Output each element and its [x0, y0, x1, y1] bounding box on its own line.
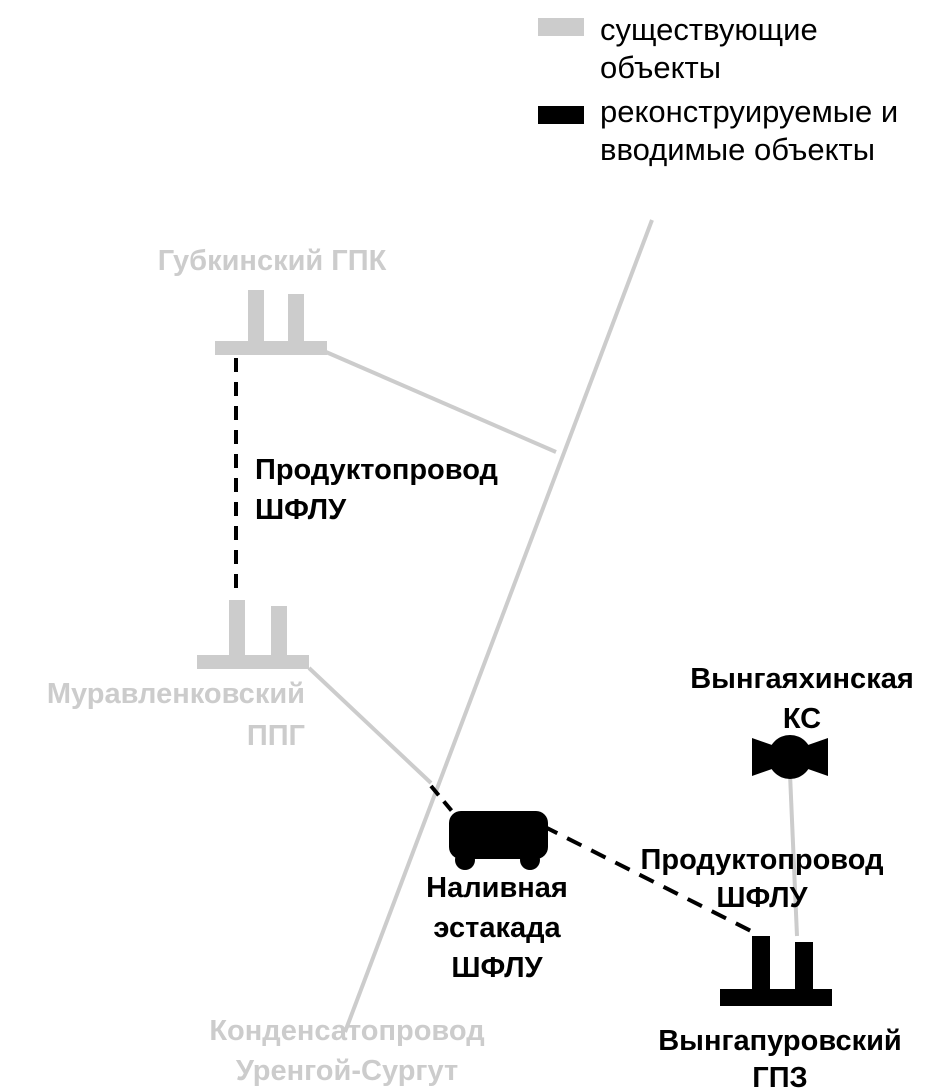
muravlenkovsky-connector-line: [307, 666, 433, 785]
gubkinsky-gpk: Губкинский ГПК: [158, 245, 387, 355]
lower-pipeline-label-line1: Продуктопровод: [641, 844, 884, 876]
legend-existing-label-line1: существующие: [600, 12, 818, 47]
upper-pipeline-label-line1: Продуктопровод: [255, 454, 498, 486]
lower-pipeline-label-line2: ШФЛУ: [716, 882, 808, 914]
vyngapurovsky-label-line1: Вынгапуровский: [658, 1025, 902, 1057]
lower-pipeline-label: Продуктопровод ШФЛУ: [641, 844, 884, 914]
condensate-pipeline-line: [343, 219, 654, 1033]
legend-new-label-line2: вводимые объекты: [600, 132, 875, 167]
muravlenkovsky-ppg: Муравленковский ППГ: [47, 600, 309, 752]
gubkinsky-gpk-label: Губкинский ГПК: [158, 245, 387, 277]
estakada-label-line1: Наливная: [426, 872, 568, 904]
plant-icon: [720, 936, 832, 1006]
condensate-pipeline-label: Конденсатопровод Уренгой-Сургут: [209, 1015, 484, 1087]
legend-existing-label-line2: объекты: [600, 50, 721, 85]
condensate-label-line1: Конденсатопровод: [209, 1015, 484, 1047]
rail-tank-car-icon: [449, 811, 548, 870]
legend-new-swatch: [538, 106, 584, 124]
estakada-feed-line: [429, 784, 458, 818]
compressor-station-icon: [752, 735, 828, 779]
legend: существующие объекты реконструируемые и …: [538, 12, 898, 167]
vyngayakhinskaya-label-line2: КС: [783, 703, 821, 735]
upper-pipeline-label: Продуктопровод ШФЛУ: [255, 454, 498, 526]
vyngayakhinskaya-label-line1: Вынгаяхинская: [690, 663, 914, 695]
vyngayakhinskaya-ks: Вынгаяхинская КС: [690, 663, 914, 779]
ks-connector-line: [788, 773, 799, 937]
lower-shflu-pipeline-line: [542, 824, 758, 936]
condensate-label-line2: Уренгой-Сургут: [236, 1055, 458, 1087]
upper-pipeline-label-line2: ШФЛУ: [255, 494, 347, 526]
vyngapurovsky-label-line2: ГПЗ: [752, 1062, 807, 1090]
legend-new-label-line1: реконструируемые и: [600, 94, 898, 129]
plant-icon: [215, 290, 327, 355]
muravlenkovsky-label-line2: ППГ: [247, 720, 305, 752]
gubkinsky-connector-line: [325, 350, 557, 454]
estakada-shflu: Наливная эстакада ШФЛУ: [426, 811, 568, 984]
vyngapurovsky-gpz: Вынгапуровский ГПЗ: [658, 936, 902, 1090]
estakada-label-line3: ШФЛУ: [451, 952, 543, 984]
estakada-label-line2: эстакада: [433, 912, 561, 944]
muravlenkovsky-label-line1: Муравленковский: [47, 678, 305, 710]
legend-existing-swatch: [538, 18, 584, 36]
pipelines: [234, 219, 799, 1033]
plant-icon: [197, 600, 309, 669]
